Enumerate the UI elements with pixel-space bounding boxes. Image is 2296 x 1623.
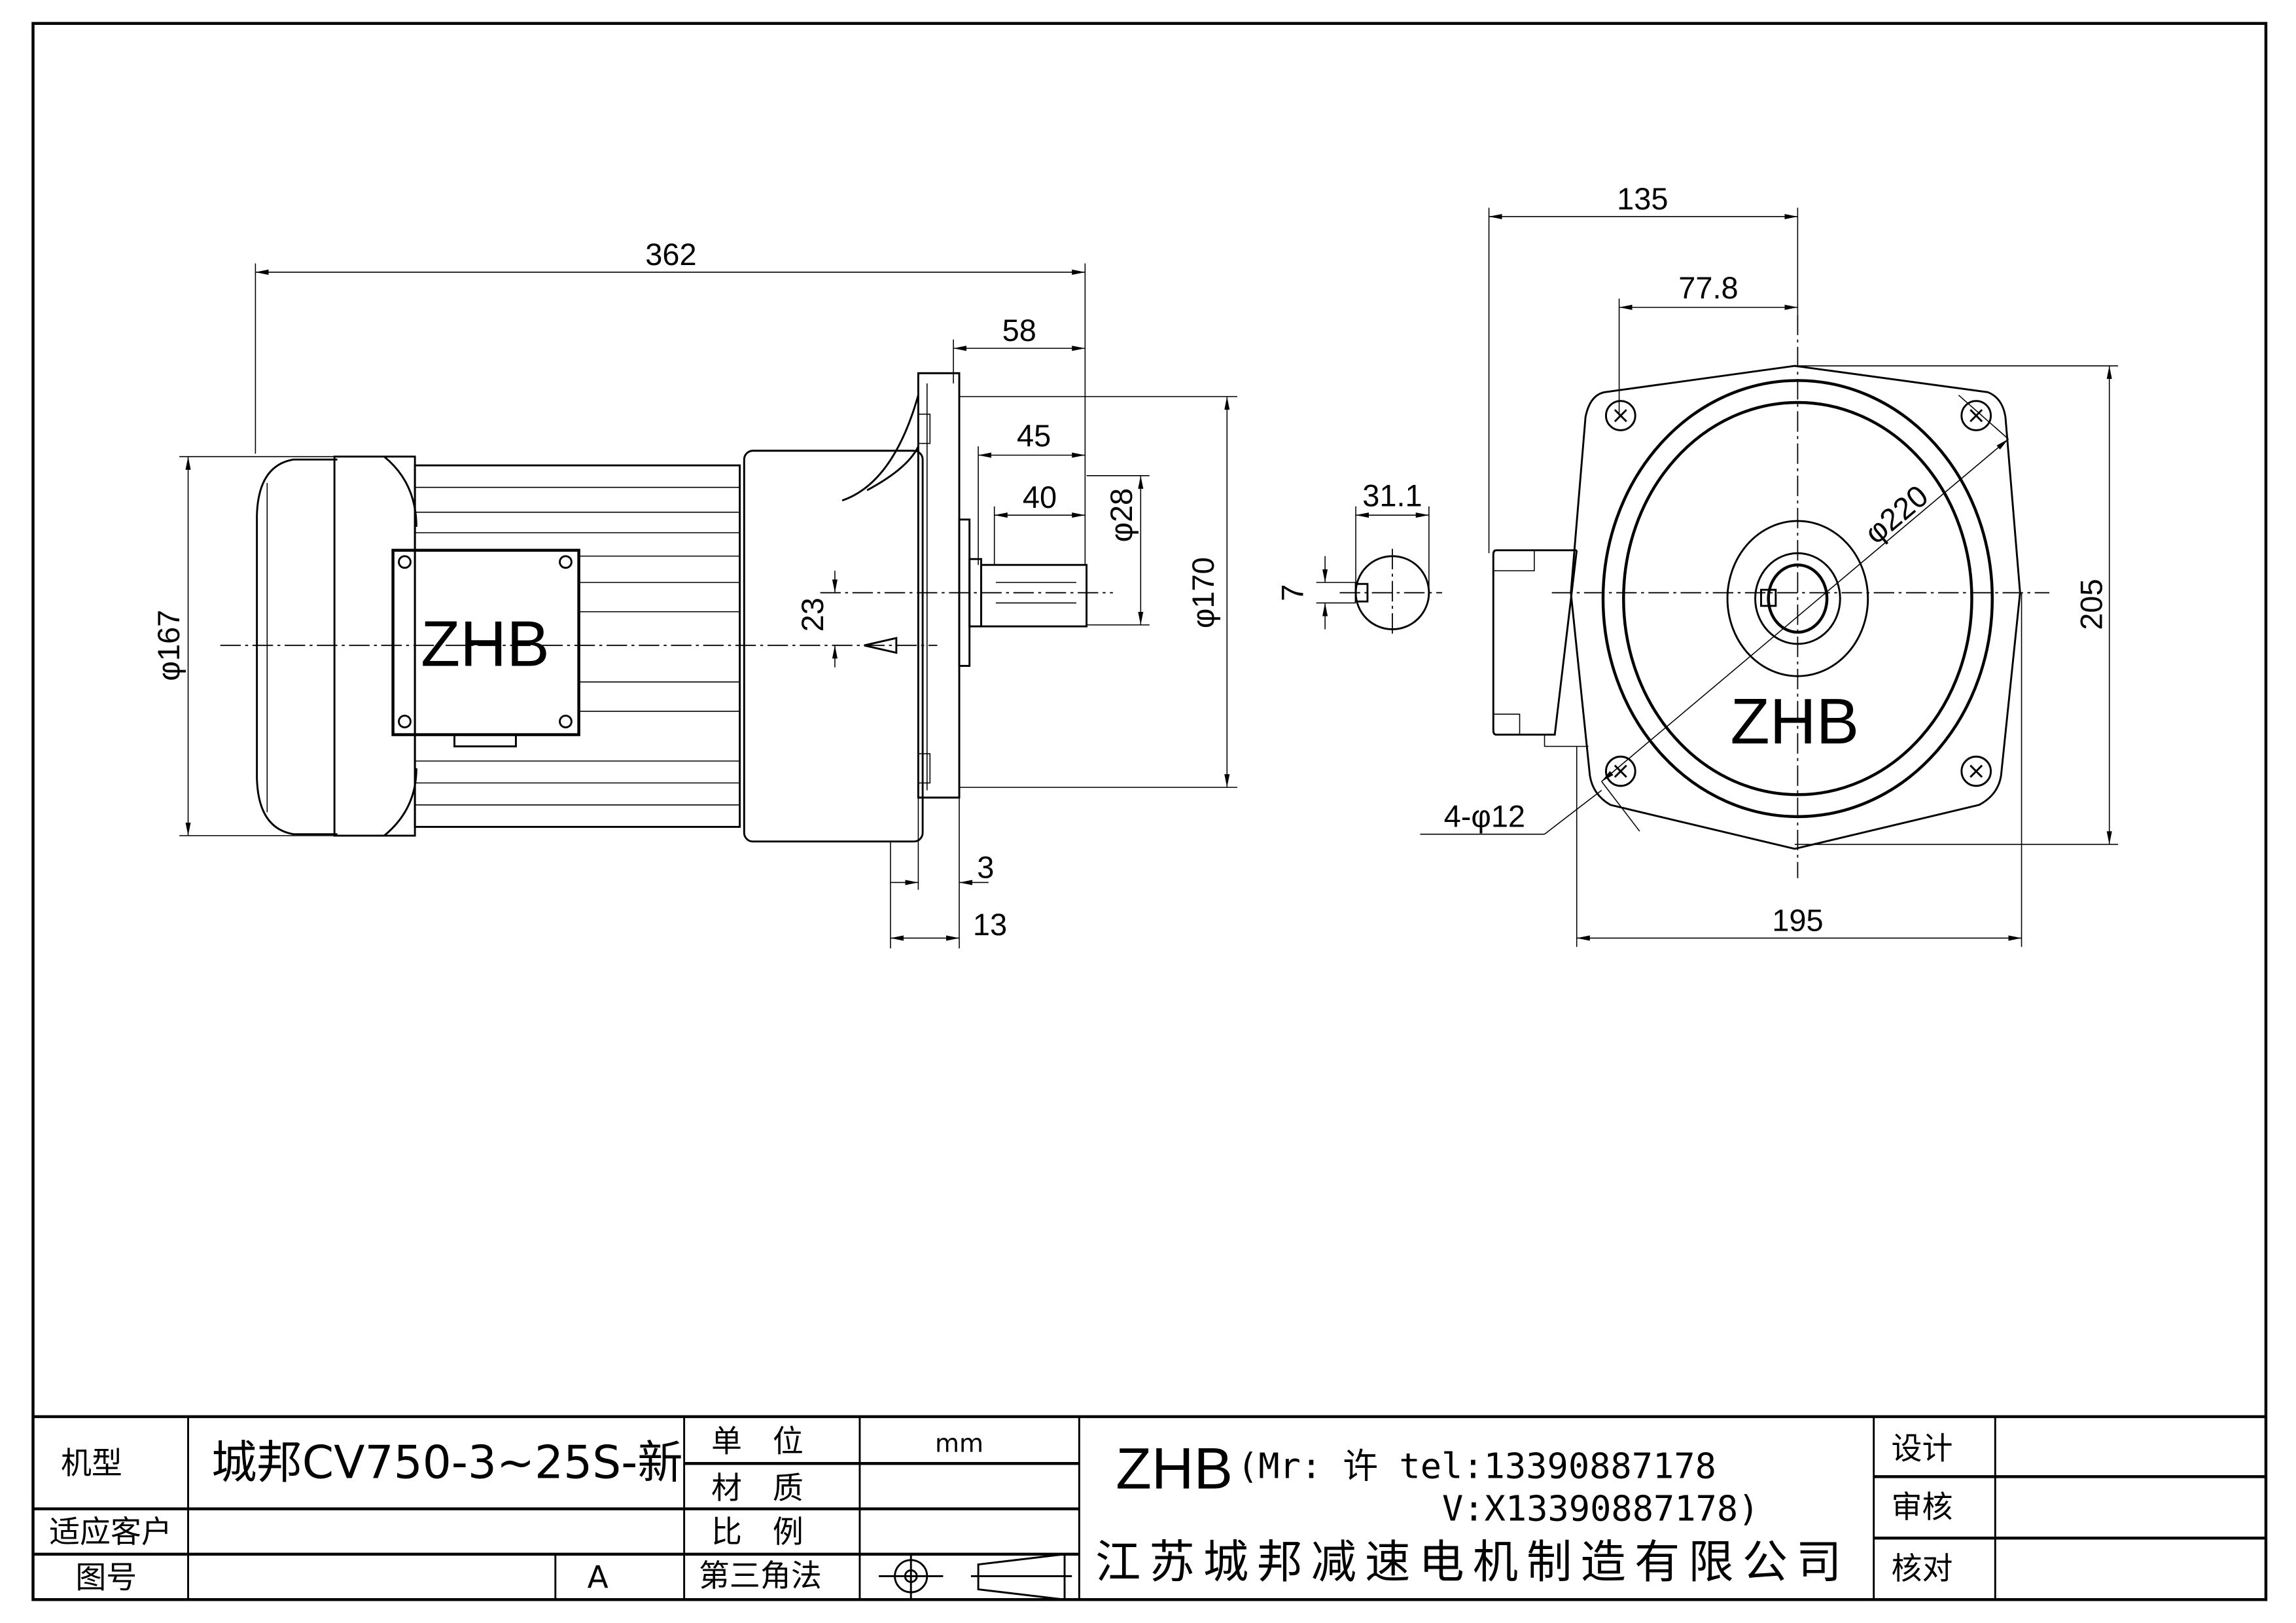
sheet-border <box>31 22 2268 1601</box>
fan-cover <box>256 458 338 836</box>
terminal-box-screws <box>398 555 573 728</box>
unit-label: 单 位 <box>711 1423 804 1459</box>
dim-195: 195 <box>1772 902 1823 937</box>
dim-77-8: 77.8 <box>1678 270 1738 305</box>
dim-135: 135 <box>1617 181 1668 216</box>
unit-value: mm <box>935 1429 983 1457</box>
scale-label: 比 例 <box>711 1514 804 1550</box>
front-logo: ZHB <box>1731 685 1860 757</box>
contact-line-2: V:X13390887178) <box>1442 1488 1759 1529</box>
dim-205: 205 <box>2074 579 2109 630</box>
brand-logo: ZHB <box>1116 1435 1233 1501</box>
dim-40: 40 <box>1023 480 1057 514</box>
dim-motor-dia: φ167 <box>151 610 186 681</box>
dim-3: 3 <box>977 850 994 885</box>
title-block: 机型 城邦CV750-3~25S-新 适应客户 图号 A 单 位 mm 材 质 … <box>33 1415 2266 1601</box>
model-value: 城邦CV750-3~25S-新 <box>211 1437 682 1489</box>
flange <box>917 372 961 799</box>
contact-line-1: (Mr: 许 tel:13390887178 <box>1237 1446 1716 1487</box>
motor-body <box>414 464 741 828</box>
material-label: 材 质 <box>711 1471 804 1507</box>
key-detail: 31.1 7 <box>1275 478 1442 637</box>
dim-13: 13 <box>973 907 1007 942</box>
revision: A <box>588 1560 609 1596</box>
dim-offset: 23 <box>795 597 830 632</box>
company-name: 江苏城邦减速电机制造有限公司 <box>1095 1537 1841 1589</box>
dim-bolt-holes: 4-φ12 <box>1444 798 1525 833</box>
model-label: 机型 <box>61 1446 122 1482</box>
dim-overall-length: 362 <box>645 237 696 272</box>
customer-label: 适应客户 <box>49 1514 172 1550</box>
dim-shaft-dia: φ28 <box>1104 488 1139 543</box>
dim-45: 45 <box>1017 418 1051 453</box>
flange-outline <box>1570 365 2021 850</box>
review-label: 审核 <box>1892 1489 1953 1525</box>
drawing-no-label: 图号 <box>75 1560 137 1596</box>
dim-pcd: φ220 <box>1858 478 1934 550</box>
side-terminal-box <box>1492 549 1578 736</box>
gearbox-housing <box>743 450 924 843</box>
dim-key-height: 31.1 <box>1362 478 1422 513</box>
design-label: 设计 <box>1892 1431 1953 1467</box>
output-shaft <box>980 563 1088 628</box>
front-view: ZHB 135 77.8 205 195 φ220 4-φ12 <box>1420 181 2119 947</box>
third-angle-projection-symbol <box>879 1553 1072 1601</box>
dim-key-width: 7 <box>1275 584 1310 601</box>
dim-58: 58 <box>1002 313 1036 348</box>
projection-label: 第三角法 <box>699 1558 822 1594</box>
side-view: ZHB <box>151 237 1237 949</box>
side-logo: ZHB <box>421 607 550 679</box>
check-label: 核对 <box>1892 1551 1953 1587</box>
dim-flange-dia: φ170 <box>1186 557 1220 628</box>
